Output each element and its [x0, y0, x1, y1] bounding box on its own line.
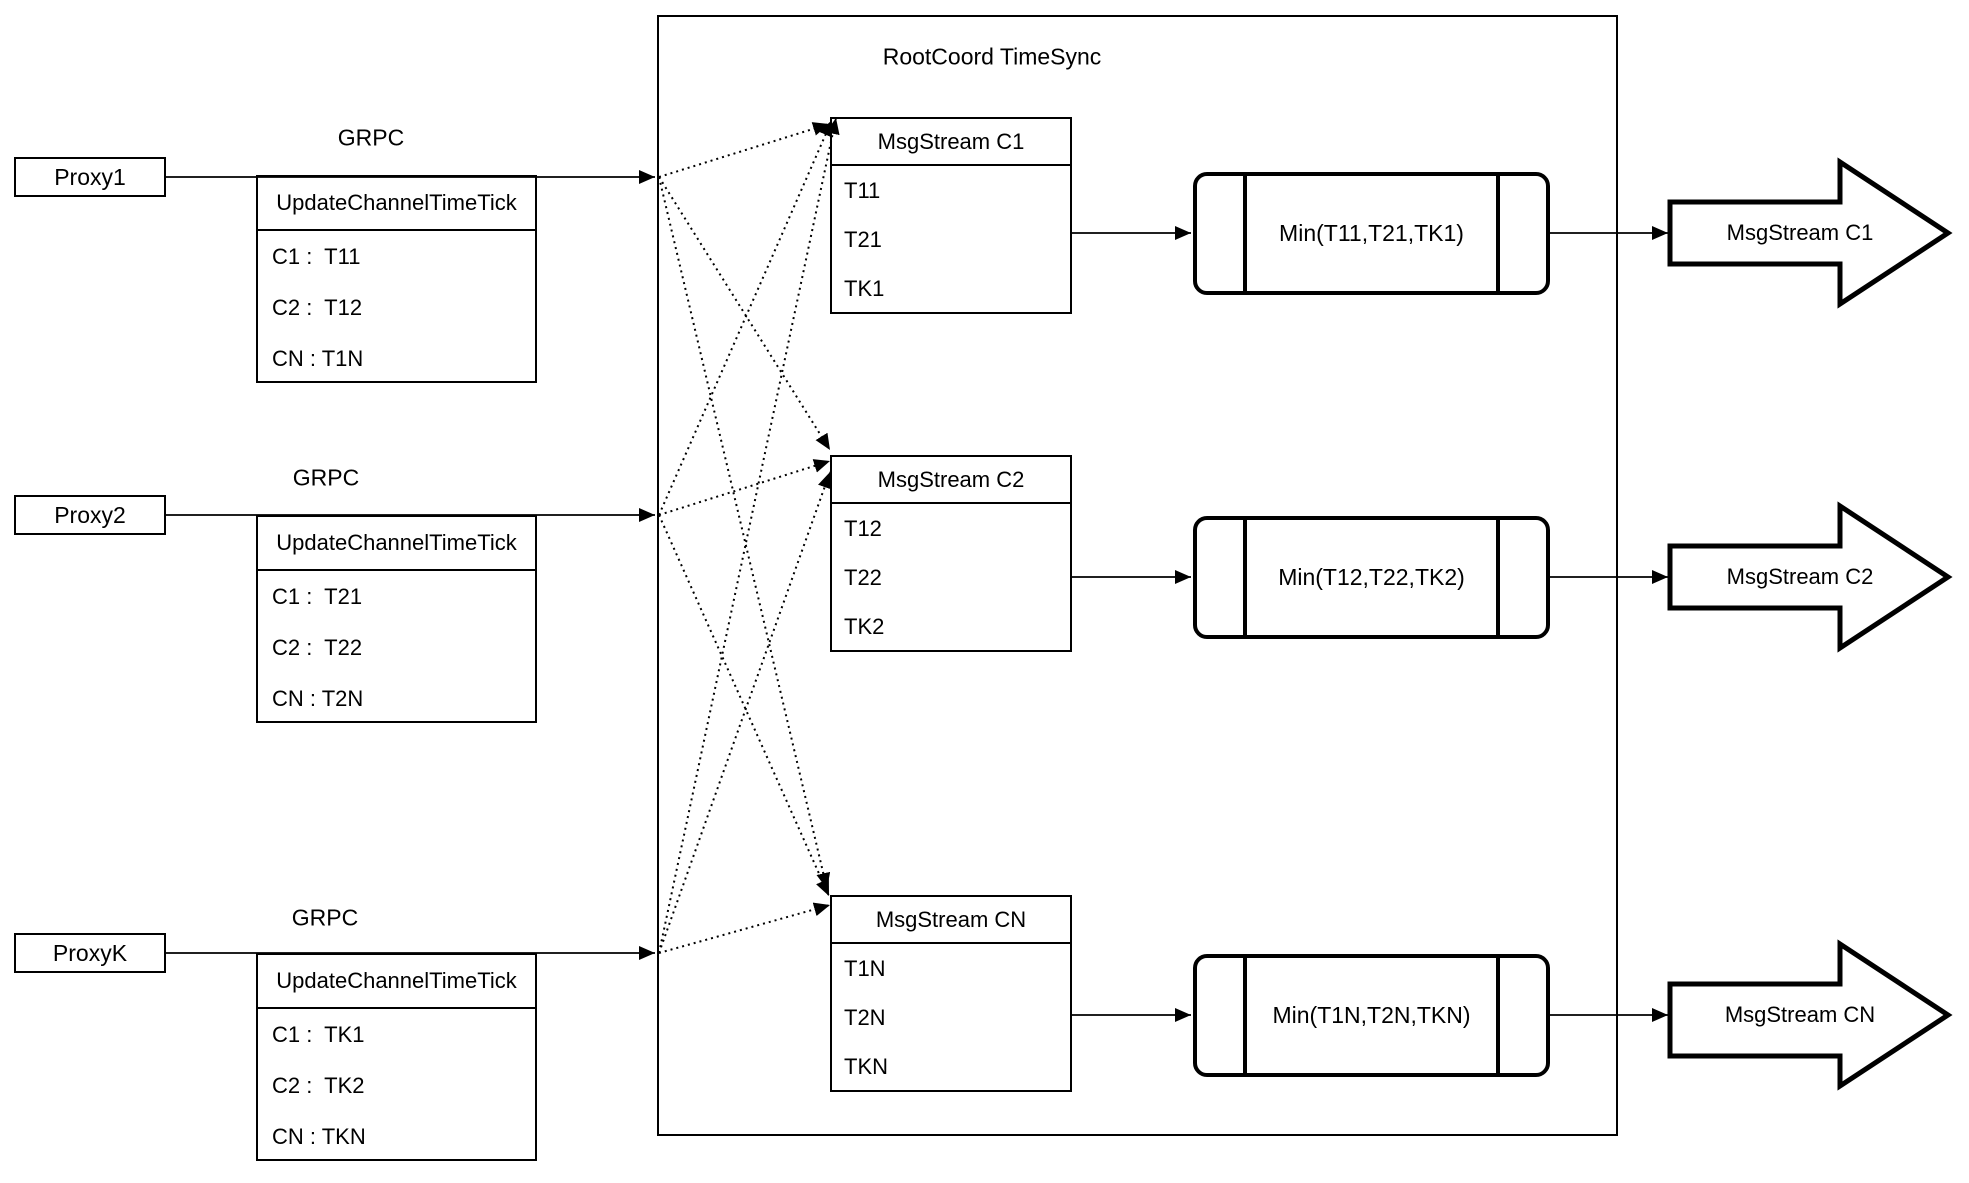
table-header: MsgStream C2 — [832, 457, 1070, 504]
table-row: C2 : TK2 — [272, 1072, 365, 1098]
proxyk-label: ProxyK — [52, 939, 128, 966]
msgstream-table-cn: MsgStream CN T1N T2N TKN — [830, 895, 1072, 1092]
min-label-c2: Min(T12,T22,TK2) — [1278, 564, 1465, 590]
table-row: CN : T2N — [272, 685, 364, 711]
msgstream-output-label-c2: MsgStream C2 — [1726, 564, 1874, 589]
update-channel-timetick-table-2: UpdateChannelTimeTick C1 : T21 C2 : T22 … — [256, 515, 537, 723]
tick-row: T22 — [844, 564, 882, 590]
tick-row: TK1 — [844, 275, 885, 301]
proxy1-node: Proxy1 — [14, 157, 166, 197]
table-row: C1 : TK1 — [272, 1021, 365, 1047]
proxyk-node: ProxyK — [14, 933, 166, 973]
msgstream-output-label-cn: MsgStream CN — [1724, 1002, 1876, 1027]
table-row: CN : T1N — [272, 345, 364, 371]
table-header: UpdateChannelTimeTick — [258, 177, 535, 231]
tick-row: T12 — [844, 515, 882, 541]
msgstream-table-c2: MsgStream C2 T12 T22 TK2 — [830, 455, 1072, 652]
table-header: MsgStream C1 — [832, 119, 1070, 166]
process-bar — [1496, 520, 1500, 635]
rootcoord-timesync-title: RootCoord TimeSync — [882, 43, 1102, 70]
tick-row: T11 — [844, 177, 881, 203]
process-bar — [1496, 958, 1500, 1073]
tick-row: TKN — [844, 1053, 888, 1079]
tick-row: T21 — [844, 226, 882, 252]
table-header: UpdateChannelTimeTick — [258, 517, 535, 571]
tick-row: T2N — [844, 1004, 886, 1030]
grpc-label-3: GRPC — [291, 904, 359, 931]
update-channel-timetick-table-3: UpdateChannelTimeTick C1 : TK1 C2 : TK2 … — [256, 953, 537, 1161]
proxy2-node: Proxy2 — [14, 495, 166, 535]
table-row: C1 : T21 — [272, 583, 363, 609]
min-node-c2: Min(T12,T22,TK2) — [1193, 516, 1550, 639]
process-bar — [1243, 958, 1247, 1073]
proxy1-label: Proxy1 — [54, 163, 126, 190]
min-node-c1: Min(T11,T21,TK1) — [1193, 172, 1550, 295]
update-channel-timetick-table-1: UpdateChannelTimeTick C1 : T11 C2 : T12 … — [256, 175, 537, 383]
table-header: MsgStream CN — [832, 897, 1070, 944]
min-node-cn: Min(T1N,T2N,TKN) — [1193, 954, 1550, 1077]
min-label-c1: Min(T11,T21,TK1) — [1279, 220, 1464, 246]
process-bar — [1243, 520, 1247, 635]
table-header: UpdateChannelTimeTick — [258, 955, 535, 1009]
table-row: C2 : T22 — [272, 634, 363, 660]
msgstream-table-c1: MsgStream C1 T11 T21 TK1 — [830, 117, 1072, 314]
min-label-cn: Min(T1N,T2N,TKN) — [1272, 1002, 1471, 1028]
process-bar — [1496, 176, 1500, 291]
grpc-label-1: GRPC — [337, 124, 405, 151]
table-row: C2 : T12 — [272, 294, 363, 320]
table-row: C1 : T11 — [272, 243, 361, 269]
table-row: CN : TKN — [272, 1123, 366, 1149]
proxy2-label: Proxy2 — [54, 501, 126, 528]
grpc-label-2: GRPC — [292, 464, 360, 491]
process-bar — [1243, 176, 1247, 291]
msgstream-output-label-c1: MsgStream C1 — [1726, 220, 1874, 245]
tick-row: TK2 — [844, 613, 885, 639]
tick-row: T1N — [844, 955, 886, 981]
